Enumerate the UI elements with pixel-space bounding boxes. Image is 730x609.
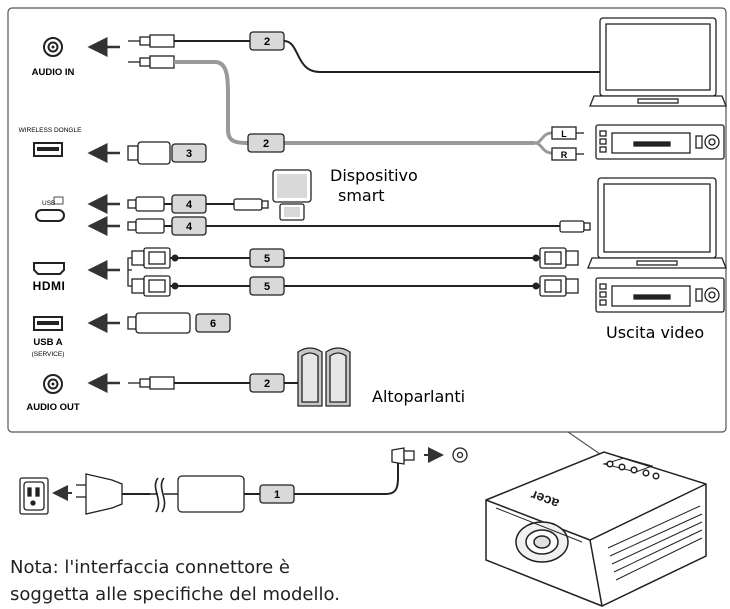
- usb-stick-icon: [127, 312, 191, 334]
- cable-2-rca-number: 2: [263, 138, 269, 150]
- power-plug-icon: [76, 473, 150, 515]
- hdmi-port-icon: [33, 262, 65, 275]
- video-player-bottom-icon: [595, 277, 725, 313]
- cable-4b-number: 4: [186, 221, 193, 233]
- laptop-bottom-icon: [587, 177, 727, 269]
- audio-plug-top: [128, 34, 175, 69]
- rca-plugs: [534, 126, 584, 161]
- dc-plug-icon: [391, 447, 415, 465]
- usb-c-plugs: [127, 196, 165, 234]
- audio-out-port-icon: [43, 374, 63, 394]
- dc-jack-icon: [452, 447, 468, 463]
- hdmi-plugs-left: [127, 247, 171, 297]
- cable-3-badge: 3: [171, 143, 207, 163]
- cable-6-badge: 6: [195, 313, 231, 333]
- usb-c-mark-icon: [53, 196, 64, 205]
- usb-c-mark-label: USB: [42, 200, 55, 207]
- usb-a-port-icon: [33, 142, 63, 157]
- wall-outlet-icon: [19, 477, 49, 515]
- speakers-label: Altoparlanti: [372, 387, 465, 406]
- cable-1-badge: 1: [259, 484, 295, 504]
- video-out-label: Uscita video: [606, 323, 704, 342]
- cable-5b-badge: 5: [249, 276, 285, 296]
- smart-device-icon: [272, 169, 312, 221]
- usb-c-plug-laptop: [559, 220, 591, 233]
- hdmi-ferrite-1l: [171, 254, 179, 262]
- audio-out-plug: [128, 376, 175, 390]
- cable-2-rca-badge: 2: [247, 133, 285, 153]
- usb-a-service-label: (SERVICE): [32, 351, 65, 358]
- usb-a-label: USB A: [33, 337, 62, 348]
- wireless-dongle-icon: [127, 141, 171, 165]
- cable-4b-badge: 4: [171, 216, 207, 236]
- cable-5a-number: 5: [264, 253, 270, 265]
- audio-in-label: AUDIO IN: [32, 67, 75, 78]
- hdmi-plugs-right: [539, 247, 579, 297]
- hdmi-ferrite-2l: [171, 282, 179, 290]
- wireless-dongle-label: WIRELESS DONGLE: [19, 127, 83, 134]
- cable-2-audio-out-number: 2: [264, 378, 270, 390]
- audio-cable-rca: [174, 60, 249, 145]
- cable-4a-badge: 4: [171, 194, 207, 214]
- hdmi-label: HDMI: [33, 279, 66, 293]
- cable-6-number: 6: [210, 318, 216, 330]
- laptop-top-icon: [589, 17, 727, 107]
- hdmi-ferrite-2r: [532, 282, 540, 290]
- cable-2-top-number: 2: [264, 36, 270, 48]
- smart-device-label-1: Dispositivo: [330, 166, 418, 185]
- note-text: Nota: l'interfaccia connettore è soggett…: [10, 557, 340, 605]
- usb-c-plug-smart: [233, 198, 269, 211]
- audio-in-port-icon: [43, 37, 63, 57]
- video-player-top-icon: [595, 124, 725, 160]
- cable-2-audio-out-badge: 2: [249, 373, 285, 393]
- rca-right-label: R: [561, 150, 568, 160]
- rca-left-label: L: [561, 129, 567, 139]
- power-cable-to-projector: [294, 462, 399, 495]
- cable-5a-badge: 5: [249, 248, 285, 268]
- audio-cable-top-to-laptop: [283, 40, 600, 73]
- cable-3-number: 3: [186, 148, 192, 160]
- panel-frame: [7, 7, 727, 433]
- usb-a-service-port-icon: [33, 316, 63, 331]
- port-arrows: [87, 37, 120, 393]
- cable-1-number: 1: [274, 489, 280, 501]
- projector-icon: [485, 451, 707, 607]
- cable-2-top-badge: 2: [249, 31, 285, 51]
- projector-callout: [567, 431, 601, 455]
- power-adapter-icon: [177, 475, 245, 513]
- hdmi-ferrite-1r: [532, 254, 540, 262]
- power-cable-break: [150, 477, 178, 513]
- cable-4a-number: 4: [186, 199, 193, 211]
- audio-out-label: AUDIO OUT: [26, 402, 80, 413]
- smart-device-label-2: smart: [338, 186, 385, 205]
- cable-5b-number: 5: [264, 281, 270, 293]
- speakers-icon: [297, 347, 351, 407]
- usb-c-port-icon: [35, 209, 65, 222]
